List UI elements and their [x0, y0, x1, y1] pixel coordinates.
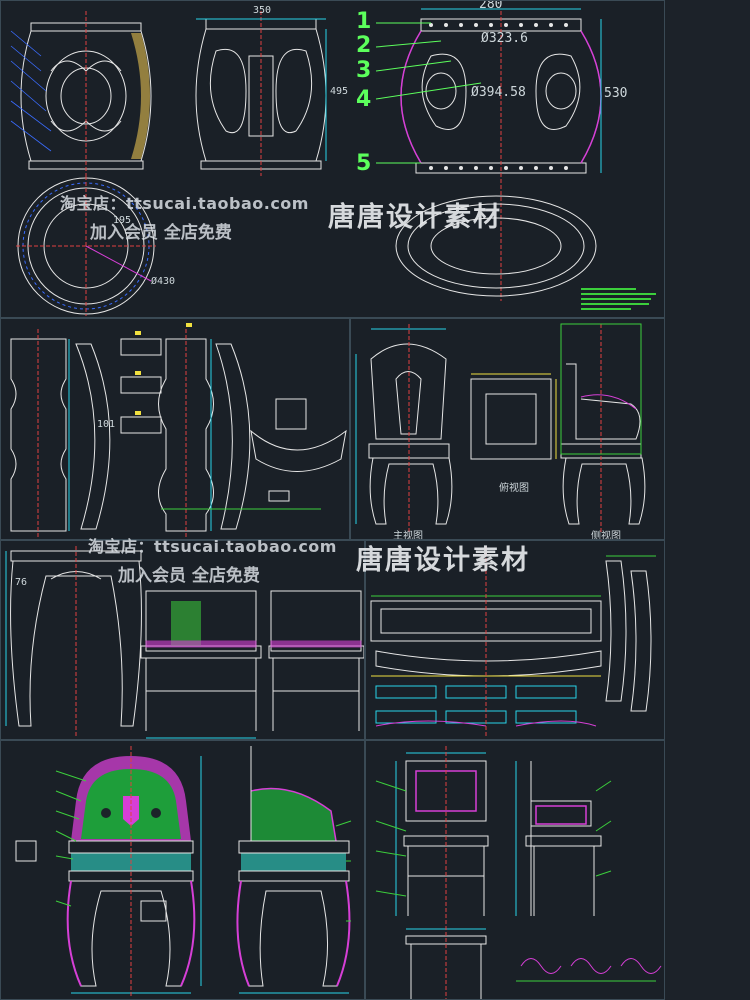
watermark-promo-2: 加入会员 全店免费 — [118, 566, 260, 586]
dim-inner-dia: Ø323.6 — [481, 31, 528, 46]
panel-hat-chair — [365, 740, 665, 1000]
table-components-drawing — [370, 546, 656, 736]
armchair-elevations-drawing — [5, 546, 364, 739]
dim-part-101: 101 — [97, 419, 116, 430]
drum-stool-drawing — [10, 8, 656, 316]
callout-3: 3 — [356, 58, 372, 83]
panel-drum-stool: 1 2 3 4 5 280 530 Ø323.6 Ø394.58 350 495… — [0, 0, 665, 318]
watermark-brand-1: 唐唐设计素材 — [328, 202, 502, 233]
panel-throne-chair — [0, 740, 365, 1000]
dim-height: 530 — [604, 86, 628, 101]
parts-drawing — [10, 323, 347, 539]
dim-small-w: 350 — [253, 5, 272, 16]
throne-chair-drawing — [15, 746, 352, 996]
watermark-promo-1: 加入会员 全店免费 — [90, 223, 232, 243]
callout-2: 2 — [356, 33, 372, 58]
callout-4: 4 — [356, 87, 372, 112]
dim-76: 76 — [15, 577, 28, 588]
watermark-brand-2: 唐唐设计素材 — [356, 545, 530, 576]
label-side-view: 侧视图 — [591, 531, 621, 540]
panel-parts: 101 — [0, 318, 350, 540]
dim-mid-dia: Ø394.58 — [471, 85, 526, 100]
dim-plan-dia: Ø430 — [151, 276, 176, 287]
right-margin — [665, 0, 750, 1000]
label-top-view: 俯视图 — [499, 483, 529, 494]
watermark-shop-2: 淘宝店：ttsucai.taobao.com — [88, 537, 337, 556]
label-front-view: 主视图 — [393, 531, 423, 540]
dim-top-width: 280 — [479, 0, 503, 12]
dim-small-h: 495 — [330, 86, 349, 97]
watermark-shop-1: 淘宝店：ttsucai.taobao.com — [60, 194, 309, 213]
panel-table-components — [365, 540, 665, 740]
dim-plan-w: 195 — [113, 215, 132, 226]
callout-5: 5 — [356, 151, 372, 176]
hat-chair-drawing — [375, 746, 662, 999]
callout-1: 1 — [356, 9, 372, 34]
fan-armchair-drawing — [355, 323, 646, 534]
panel-armchair-elevations: 76 — [0, 540, 365, 740]
panel-fan-armchair: 主视图 俯视图 侧视图 — [350, 318, 665, 540]
